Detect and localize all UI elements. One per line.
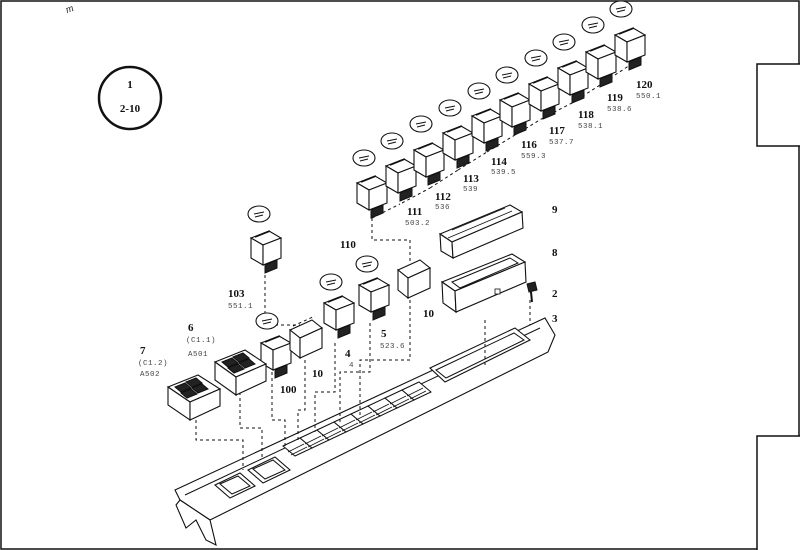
label-114-code: 539.5 xyxy=(491,169,516,177)
label-10a: 10 xyxy=(312,368,324,380)
switch-5 xyxy=(357,277,391,321)
label-117-code: 537.7 xyxy=(549,139,574,147)
label-119: 119 xyxy=(607,92,623,104)
switch-103 xyxy=(249,230,283,274)
switch-118 xyxy=(556,60,590,104)
badge-bottom: 2-10 xyxy=(120,103,141,115)
symbol-disc-113-icon xyxy=(438,99,462,117)
label-2: 2 xyxy=(552,288,558,300)
label-120: 120 xyxy=(636,79,653,91)
switch-111 xyxy=(384,158,418,202)
symbol-disc-114-icon xyxy=(467,82,491,100)
label-3: 3 xyxy=(552,313,558,325)
symbol-disc-103-icon xyxy=(247,205,271,223)
screw xyxy=(526,281,538,303)
label-6: 6 xyxy=(188,322,194,334)
label-112: 112 xyxy=(435,191,451,203)
label-8: 8 xyxy=(552,247,558,259)
label-110: 110 xyxy=(340,239,356,251)
label-7: 7 xyxy=(140,345,146,357)
symbol-disc-119-icon xyxy=(581,16,605,34)
label-118: 118 xyxy=(578,109,594,121)
symbol-disc-116-icon xyxy=(495,66,519,84)
label-113: 113 xyxy=(463,173,479,185)
label-6-code2: A501 xyxy=(188,351,208,359)
label-111: 111 xyxy=(407,206,422,218)
label-9: 9 xyxy=(552,204,558,216)
label-103-code: 551.1 xyxy=(228,303,253,311)
symbol-disc-112-icon xyxy=(409,115,433,133)
label-120-code: 550.1 xyxy=(636,93,661,101)
label-5-code: 523.6 xyxy=(380,343,405,351)
symbol-disc-100-icon xyxy=(255,312,279,330)
label-103: 103 xyxy=(228,288,245,300)
sheet-badge: 1 2-10 xyxy=(97,65,163,131)
label-117: 117 xyxy=(549,125,565,137)
label-4-code: 4 xyxy=(349,362,354,370)
keypad-7 xyxy=(166,374,222,422)
label-116: 116 xyxy=(521,139,537,151)
symbol-disc-120-icon xyxy=(609,0,633,18)
right-tab-bottom xyxy=(756,435,800,550)
label-118-code: 538.1 xyxy=(578,123,603,131)
connector-10a xyxy=(288,315,324,360)
label-6-code1: (C1.1) xyxy=(186,337,216,345)
label-10b: 10 xyxy=(423,308,435,320)
switch-116 xyxy=(498,92,532,136)
label-113-code: 539 xyxy=(463,186,478,194)
symbol-disc-110-icon xyxy=(352,149,376,167)
symbol-disc-5-icon xyxy=(355,255,379,273)
switch-110 xyxy=(355,175,389,219)
right-tab-top xyxy=(756,63,800,147)
label-119-code: 538.6 xyxy=(607,106,632,114)
keypad-6 xyxy=(213,349,268,397)
symbol-disc-117-icon xyxy=(524,49,548,67)
label-116-code: 559.3 xyxy=(521,153,546,161)
lens-cover xyxy=(438,204,524,259)
label-5: 5 xyxy=(381,328,387,340)
label-111-code: 503.2 xyxy=(405,220,430,228)
console-panel xyxy=(174,317,556,547)
switch-114 xyxy=(470,108,504,152)
switch-119 xyxy=(584,44,618,88)
symbol-disc-118-icon xyxy=(552,33,576,51)
symbol-disc-4-icon xyxy=(319,273,343,291)
switch-117 xyxy=(527,76,561,120)
label-100: 100 xyxy=(280,384,297,396)
switch-120 xyxy=(613,27,647,71)
label-7-code1: (C1.2) xyxy=(138,360,168,368)
connector-10b xyxy=(396,259,432,300)
symbol-disc-111-icon xyxy=(380,132,404,150)
callouts: 2 3 8 9 10 10 4 4 5 523.6 6 (C1.1) A501 … xyxy=(138,79,661,396)
label-112-code: 536 xyxy=(435,204,450,212)
switch-4 xyxy=(322,295,356,339)
label-7-code2: A502 xyxy=(140,371,160,379)
label-114: 114 xyxy=(491,156,507,168)
label-4: 4 xyxy=(345,348,351,360)
badge-top: 1 xyxy=(127,79,133,91)
header-mark: m xyxy=(64,2,76,16)
switch-112 xyxy=(412,142,446,186)
switch-group xyxy=(247,0,647,379)
frame-bezel xyxy=(440,253,527,314)
switch-113 xyxy=(441,125,475,169)
